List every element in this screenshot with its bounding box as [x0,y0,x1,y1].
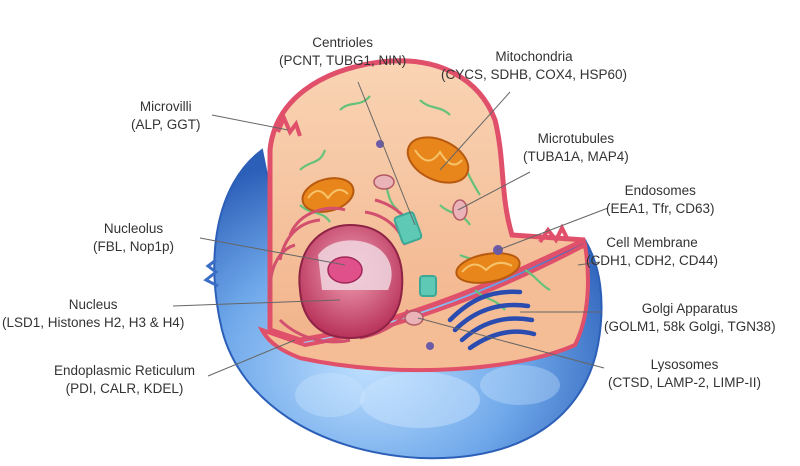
cytoplasm-cut-face [257,241,590,373]
label-markers: (CYCS, SDHB, COX4, HSP60) [441,67,628,82]
label-lysosomes: Lysosomes (CTSD, LAMP-2, LIMP-II) [608,356,761,392]
label-name: Cell Membrane [606,235,698,250]
label-name: Golgi Apparatus [641,301,738,316]
label-name: Nucleolus [103,221,164,236]
label-markers: (EEA1, Tfr, CD63) [606,201,715,216]
lysosome [404,310,424,326]
surface-highlight [360,372,480,428]
microvilli-bumps [276,112,302,137]
membrane-bumps [538,223,570,244]
label-markers: (GOLM1, 58k Golgi, TGN38) [604,319,776,334]
label-endosomes: Endosomes (EEA1, Tfr, CD63) [606,182,715,218]
label-markers: (CTSD, LAMP-2, LIMP-II) [608,375,762,390]
mitochondrion-2 [406,136,470,184]
label-markers: (FBL, Nop1p) [93,239,175,254]
label-markers: (TUBA1A, MAP4) [523,149,629,164]
membrane-bumps-left [203,258,219,288]
label-markers: (PDI, CALR, KDEL) [65,381,184,396]
nucleus-shape [298,223,404,340]
label-name: Lysosomes [650,357,719,372]
label-name: Nucleus [68,297,118,312]
label-markers: (PCNT, TUBG1, NIN) [279,53,407,68]
surface-highlight [295,373,365,417]
vesicle [452,199,468,221]
label-nucleus: Nucleus (LSD1, Histones H2, H3 & H4) [2,296,184,332]
label-name: Endosomes [624,183,696,198]
golgi-shape [447,289,537,351]
label-cell-membrane: Cell Membrane (CDH1, CDH2, CD44) [586,234,718,270]
label-centrioles: Centrioles (PCNT, TUBG1, NIN) [279,34,406,70]
label-name: Microvilli [139,99,192,114]
centriole-shape [393,211,437,297]
vesicle [373,174,395,190]
label-golgi-apparatus: Golgi Apparatus (GOLM1, 58k Golgi, TGN38… [604,300,776,336]
leader-lines [172,81,609,377]
label-nucleolus: Nucleolus (FBL, Nop1p) [93,220,174,256]
endosome-dot [426,342,434,350]
label-name: Microtubules [537,131,615,146]
label-microtubules: Microtubules (TUBA1A, MAP4) [523,130,629,166]
label-markers: (CDH1, CDH2, CD44) [586,253,719,268]
label-markers: (ALP, GGT) [131,117,201,132]
label-name: Mitochondria [495,49,573,64]
nucleolus-shape [327,256,363,284]
label-name: Centrioles [312,35,374,50]
surface-highlight [480,365,560,405]
mitochondrion-3 [455,252,521,284]
label-name: Endoplasmic Reticulum [54,363,196,378]
label-markers: (LSD1, Histones H2, H3 & H4) [2,315,185,330]
label-mitochondria: Mitochondria (CYCS, SDHB, COX4, HSP60) [441,48,627,84]
label-microvilli: Microvilli (ALP, GGT) [131,98,201,134]
mitochondrion-1 [301,177,355,213]
label-endoplasmic-reticulum: Endoplasmic Reticulum (PDI, CALR, KDEL) [54,362,195,398]
